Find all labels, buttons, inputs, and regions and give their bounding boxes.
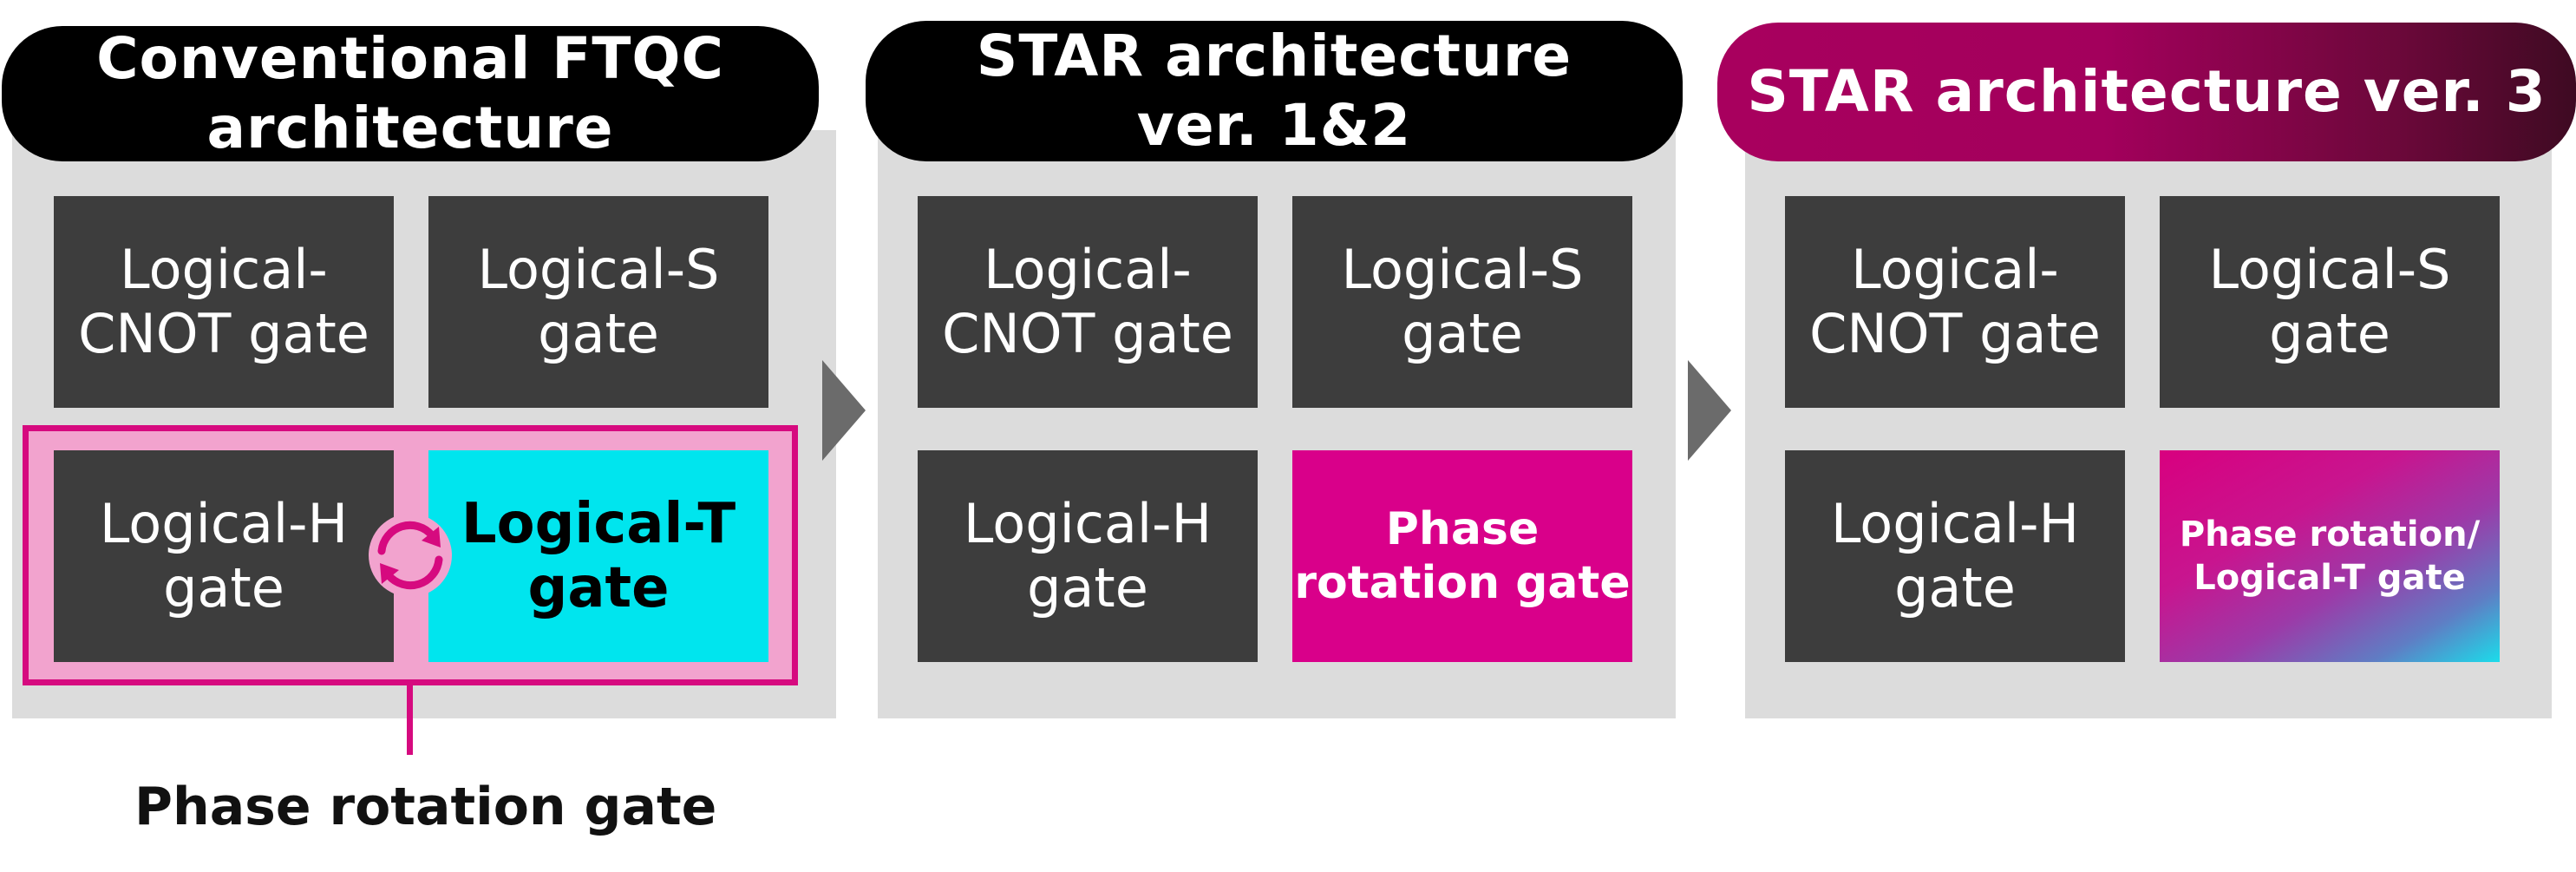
gate-phase-rotation-logical-t: Phase rotation/ Logical-T gate xyxy=(2160,450,2500,662)
gate-phase-rotation: Phase rotation gate xyxy=(1292,450,1632,662)
gate-logical-t: Logical-T gate xyxy=(428,450,768,662)
swap-cycle-icon xyxy=(369,514,452,597)
chevron-right-icon xyxy=(822,360,866,461)
panel-star-v12-header: STAR architecture ver. 1&2 xyxy=(866,21,1683,161)
gate-logical-h: Logical-H gate xyxy=(1785,450,2125,662)
caption-connector xyxy=(407,685,413,755)
chevron-right-icon xyxy=(1688,360,1731,461)
panel-conventional-header: Conventional FTQC architecture xyxy=(2,25,819,161)
gate-logical-cnot: Logical- CNOT gate xyxy=(54,196,394,408)
panel-star-v3-header: STAR architecture ver. 3 xyxy=(1717,23,2576,161)
gate-logical-cnot: Logical- CNOT gate xyxy=(1785,196,2125,408)
gate-logical-s: Logical-S gate xyxy=(428,196,768,408)
phase-rotation-caption: Phase rotation gate xyxy=(134,777,717,837)
gate-logical-s: Logical-S gate xyxy=(2160,196,2500,408)
gate-logical-cnot: Logical- CNOT gate xyxy=(918,196,1258,408)
gate-logical-h: Logical-H gate xyxy=(54,450,394,662)
gate-logical-h: Logical-H gate xyxy=(918,450,1258,662)
gate-logical-s: Logical-S gate xyxy=(1292,196,1632,408)
